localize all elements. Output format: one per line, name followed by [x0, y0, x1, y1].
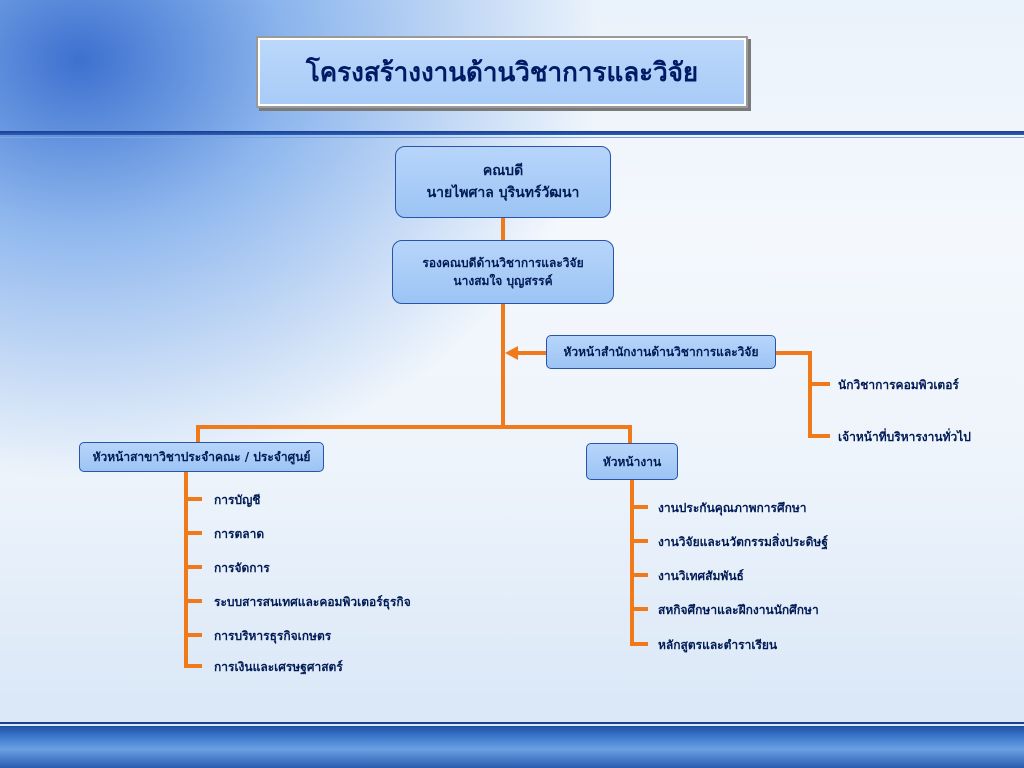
header-divider [0, 131, 1024, 135]
header-divider-thin [0, 137, 1024, 138]
dean-role: คณบดี [482, 163, 524, 179]
work-item: งานประกันคุณภาพการศึกษา [658, 501, 807, 515]
work-item: สหกิจศึกษาและฝึกงานนักศึกษา [658, 603, 819, 617]
associate-dean-box: รองคณบดีด้านวิชาการและวิจัย นางสมใจ บุญส… [392, 240, 614, 304]
department-item: การเงินและเศรษฐศาสตร์ [214, 660, 343, 674]
office-head-label: หัวหน้าสำนักงานด้านวิชาการและวิจัย [563, 345, 759, 359]
department-head-label: หัวหน้าสาขาวิชาประจำคณะ / ประจำศูนย์ [92, 450, 311, 464]
title-box: โครงสร้างงานด้านวิชาการและวิจัย [256, 36, 748, 108]
department-head-box: หัวหน้าสาขาวิชาประจำคณะ / ประจำศูนย์ [79, 442, 324, 472]
staff-item: นักวิชาการคอมพิวเตอร์ [838, 378, 959, 392]
office-head-box: หัวหน้าสำนักงานด้านวิชาการและวิจัย [546, 335, 776, 369]
work-head-label: หัวหน้างาน [602, 454, 662, 469]
footer-divider [0, 722, 1024, 724]
staff-item: เจ้าหน้าที่บริหารงานทั่วไป [838, 430, 971, 444]
dean-name: นายไพศาล บุรินทร์วัฒนา [426, 185, 580, 201]
work-item: หลักสูตรและตำราเรียน [658, 638, 778, 652]
department-item: การตลาด [214, 527, 265, 541]
work-head-box: หัวหน้างาน [586, 443, 678, 480]
department-item: การบริหารธุรกิจเกษตร [214, 629, 332, 643]
page-title: โครงสร้างงานด้านวิชาการและวิจัย [305, 57, 699, 88]
department-item: การบัญชี [214, 493, 261, 507]
associate-dean-role: รองคณบดีด้านวิชาการและวิจัย [422, 256, 584, 270]
department-item: การจัดการ [214, 561, 270, 575]
arrow-left-icon [505, 346, 518, 360]
department-item: ระบบสารสนเทศและคอมพิวเตอร์ธุรกิจ [214, 595, 411, 609]
work-item: งานวิจัยและนวัตกรรมสิ่งประดิษฐ์ [658, 535, 828, 549]
work-item: งานวิเทศสัมพันธ์ [658, 569, 744, 583]
footer-band [0, 726, 1024, 768]
associate-dean-name: นางสมใจ บุญสรรค์ [453, 274, 553, 288]
dean-box: คณบดี นายไพศาล บุรินทร์วัฒนา [395, 146, 611, 218]
